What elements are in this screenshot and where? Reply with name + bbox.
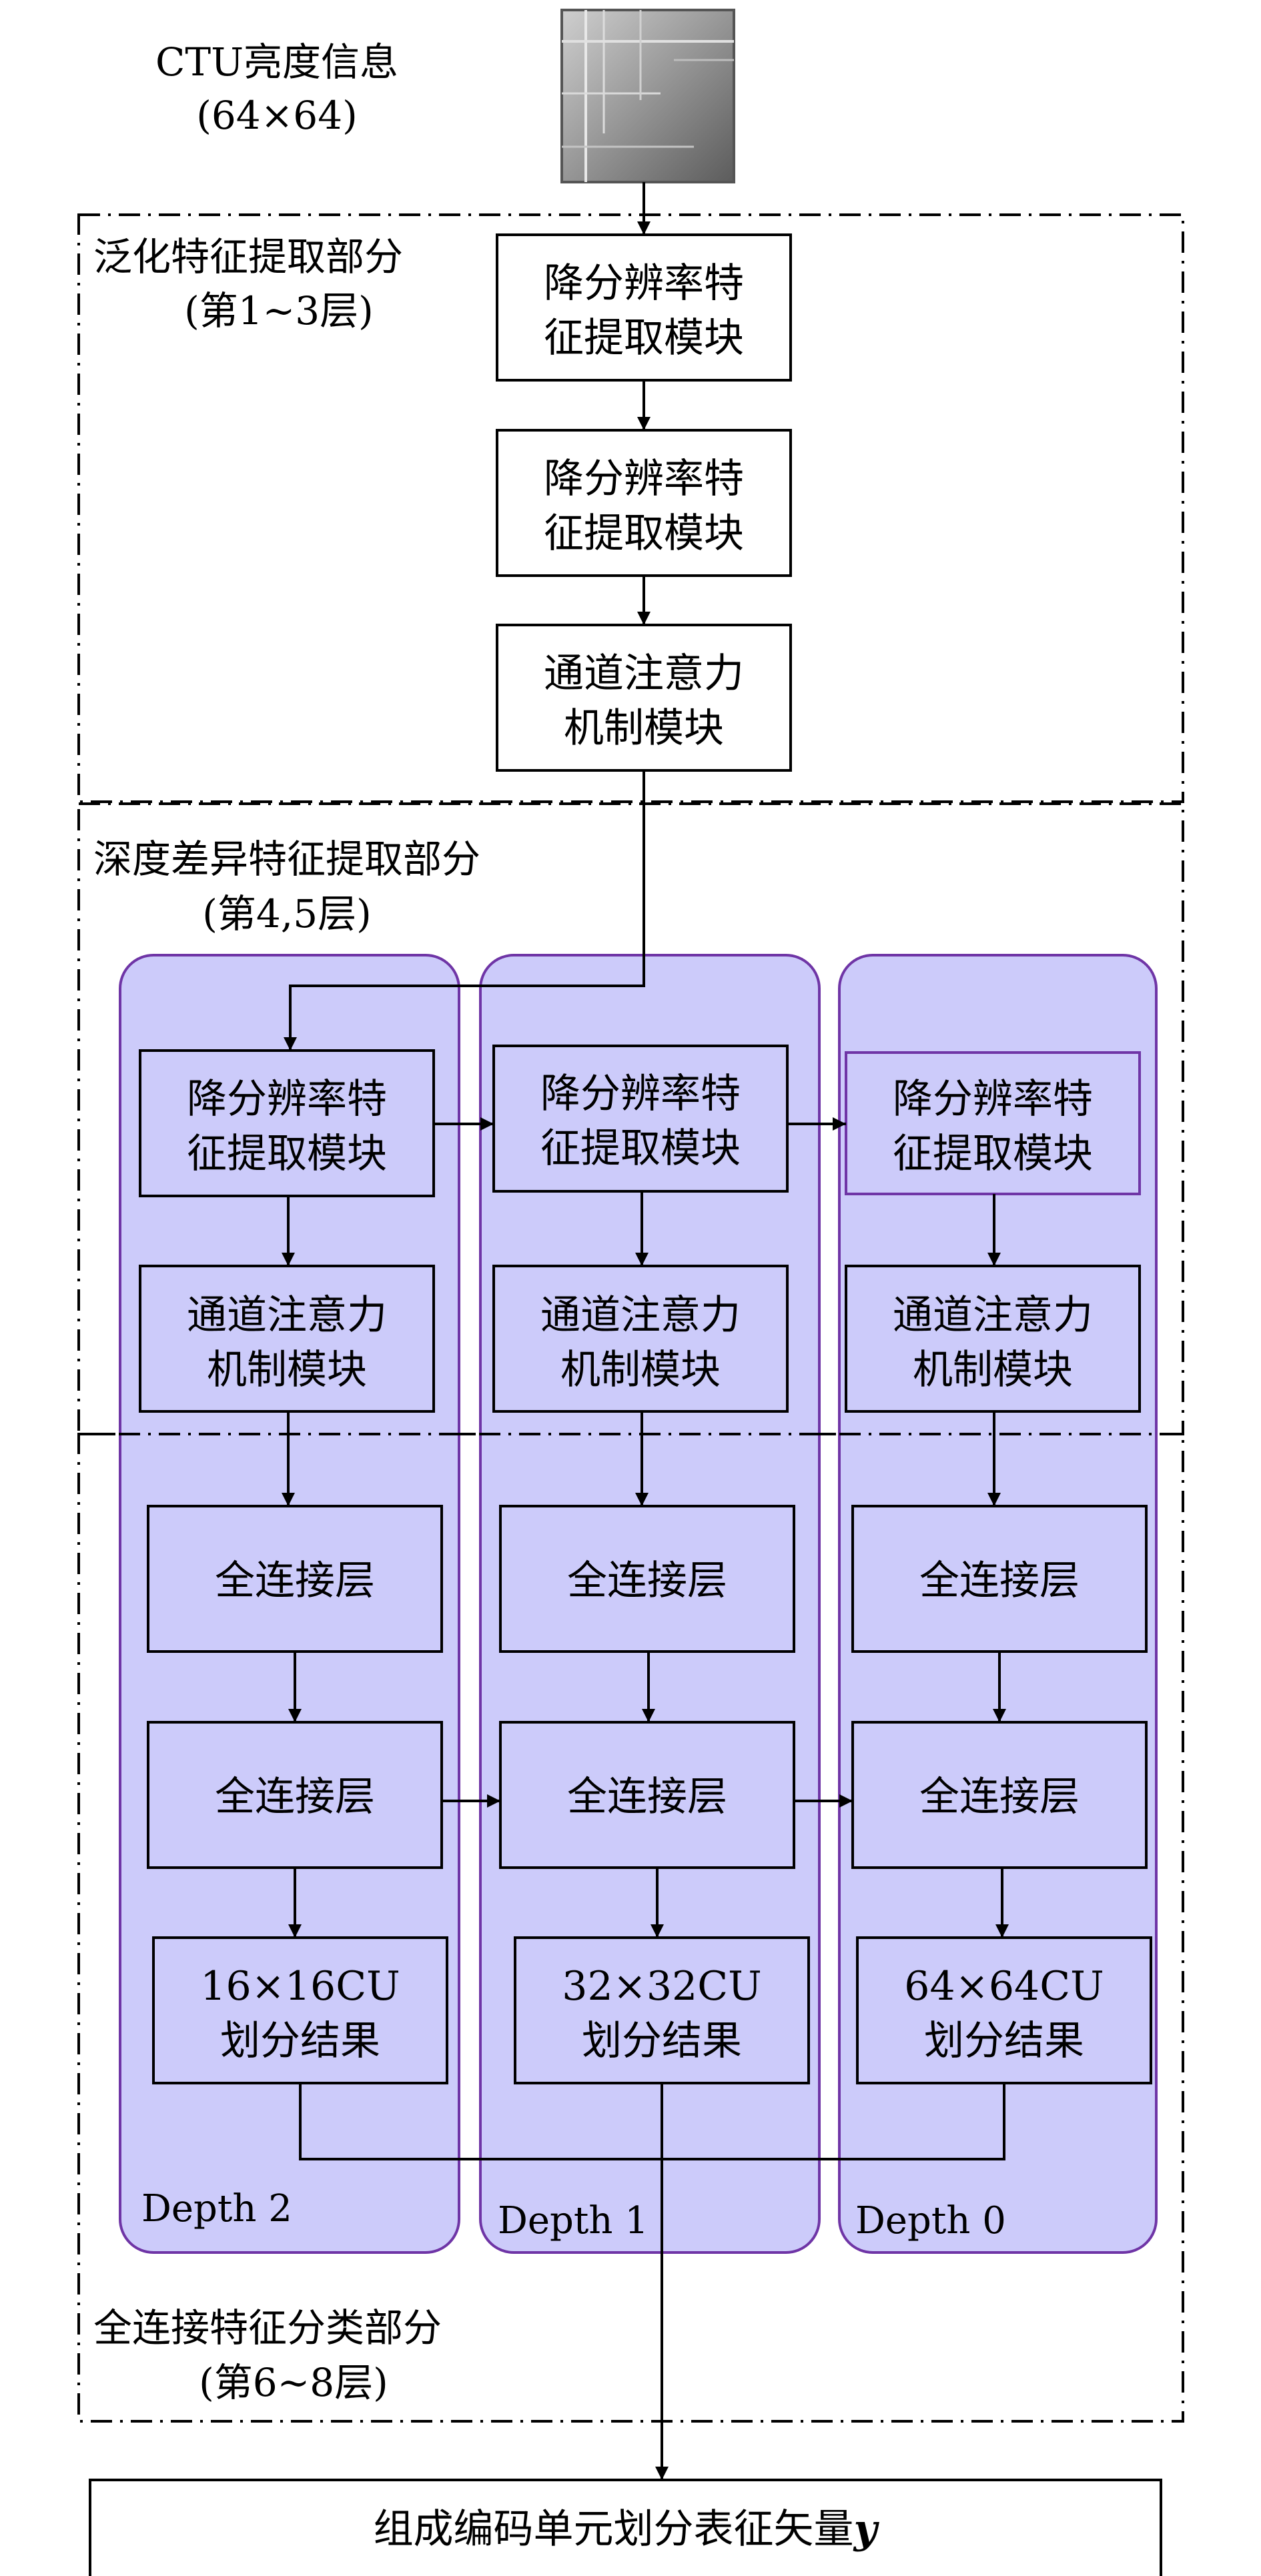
section-generalized-title: 泛化特征提取部分 xyxy=(93,234,403,279)
d2-fc1-box xyxy=(147,1505,443,1653)
section-generalized-layers: (第1~3层) xyxy=(184,288,374,334)
top-downsample2-line1: 降分辨率特 xyxy=(544,456,744,502)
d0-attention-box xyxy=(845,1265,1141,1413)
d2-downsample-line1: 降分辨率特 xyxy=(187,1076,387,1123)
section-fc-class-title: 全连接特征分类部分 xyxy=(93,2305,442,2351)
d1-attention-box xyxy=(492,1265,789,1413)
d0-result-box xyxy=(856,1936,1152,2084)
d0-fc1-label: 全连接层 xyxy=(919,1557,1080,1604)
d0-depth-label: Depth 0 xyxy=(855,2199,1006,2242)
top-attention-line2: 机制模块 xyxy=(564,705,724,752)
d1-attention-line2: 机制模块 xyxy=(560,1347,721,1393)
d2-result-line2: 划分结果 xyxy=(220,2018,380,2064)
d2-attention-line1: 通道注意力 xyxy=(187,1292,387,1339)
output-label: 组成编码单元划分表征矢量y xyxy=(374,2506,880,2553)
merge-d2-result xyxy=(299,2083,662,2160)
section-depth-diff-layers: (第4,5层) xyxy=(202,891,372,936)
d1-attention-line1: 通道注意力 xyxy=(540,1292,741,1339)
ctu-image xyxy=(560,9,735,183)
top-downsample1-line2: 征提取模块 xyxy=(544,315,744,362)
d2-attention-line2: 机制模块 xyxy=(207,1347,367,1393)
d1-downsample-line2: 征提取模块 xyxy=(540,1125,741,1172)
d0-attention-line2: 机制模块 xyxy=(913,1347,1073,1393)
d1-result-line1: 32×32CU xyxy=(562,1963,761,2010)
d0-downsample-line1: 降分辨率特 xyxy=(893,1076,1093,1123)
output-box xyxy=(89,2479,1162,2576)
d0-fc2-label: 全连接层 xyxy=(919,1774,1080,1820)
d2-fc2-box xyxy=(147,1721,443,1869)
d0-downsample-line2: 征提取模块 xyxy=(893,1131,1093,1177)
input-title: CTU亮度信息 xyxy=(155,39,398,85)
top-downsample1-line1: 降分辨率特 xyxy=(544,260,744,307)
d2-result-line1: 16×16CU xyxy=(200,1963,400,2010)
top-attention-line1: 通道注意力 xyxy=(544,650,744,697)
route-attention-to-depth2 xyxy=(284,770,645,1051)
d2-downsample-line2: 征提取模块 xyxy=(187,1131,387,1177)
output-symbol: y xyxy=(853,2506,880,2553)
d0-downsample-box xyxy=(845,1051,1141,1195)
d0-fc2-box xyxy=(851,1721,1148,1869)
d1-fc1-box xyxy=(499,1505,795,1653)
d2-fc2-label: 全连接层 xyxy=(215,1774,375,1820)
top-downsample2-box xyxy=(496,429,792,577)
section-generalized-box xyxy=(77,213,1184,803)
d1-result-line2: 划分结果 xyxy=(582,2018,742,2064)
d1-fc2-box xyxy=(499,1721,795,1869)
merge-d0-result xyxy=(662,2083,1005,2160)
d0-result-line2: 划分结果 xyxy=(924,2018,1084,2064)
d1-fc1-label: 全连接层 xyxy=(567,1557,727,1604)
d2-attention-box xyxy=(139,1265,435,1413)
section-depth-diff-title: 深度差异特征提取部分 xyxy=(93,836,480,882)
d2-result-box xyxy=(152,1936,448,2084)
input-size: (64×64) xyxy=(196,93,357,138)
d1-downsample-box xyxy=(492,1045,789,1193)
d1-depth-label: Depth 1 xyxy=(498,2199,649,2242)
d0-result-line1: 64×64CU xyxy=(904,1963,1104,2010)
d1-result-box xyxy=(514,1936,810,2084)
output-label-text: 组成编码单元划分表征矢量 xyxy=(374,2506,854,2553)
d1-fc2-label: 全连接层 xyxy=(567,1774,727,1820)
top-downsample2-line2: 征提取模块 xyxy=(544,510,744,557)
d2-depth-label: Depth 2 xyxy=(141,2187,292,2230)
d0-attention-line1: 通道注意力 xyxy=(893,1292,1093,1339)
top-downsample1-box xyxy=(496,233,792,382)
d2-fc1-label: 全连接层 xyxy=(215,1557,375,1604)
d1-downsample-line1: 降分辨率特 xyxy=(540,1071,741,1117)
section-fc-class-layers: (第6~8层) xyxy=(199,2360,388,2405)
